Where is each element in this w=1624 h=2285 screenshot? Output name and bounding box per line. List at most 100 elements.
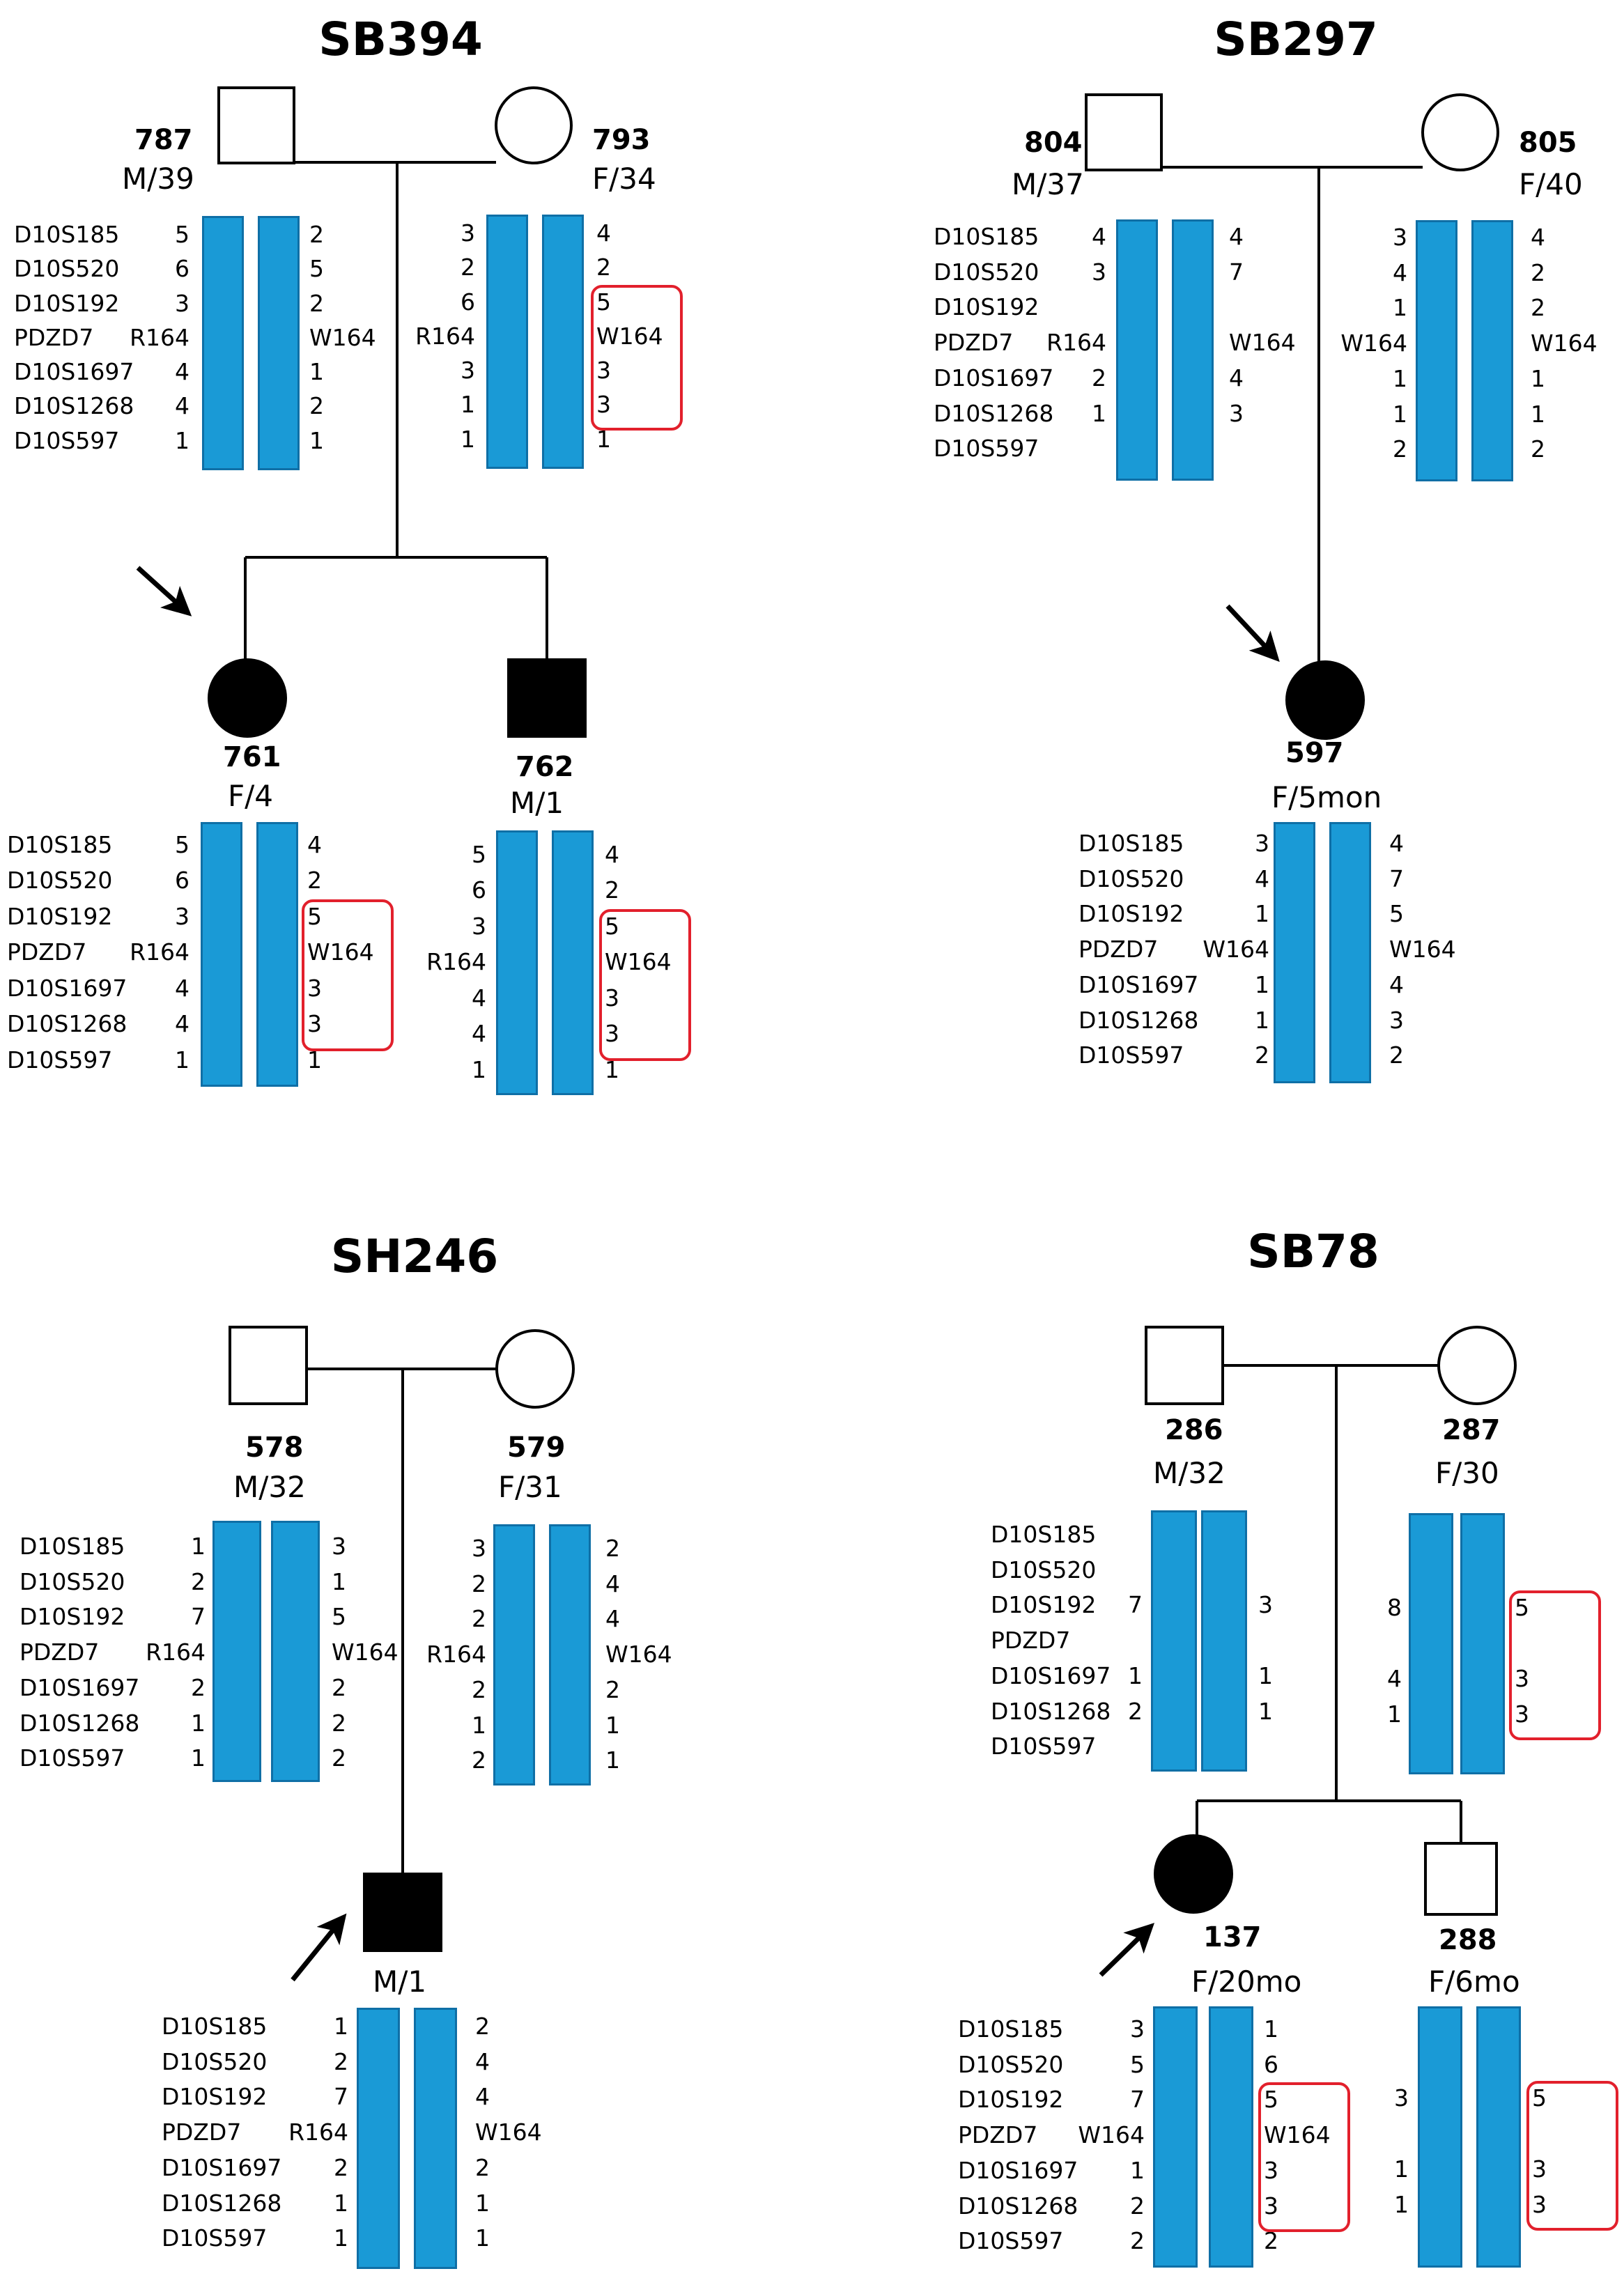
marker-name: D10S597	[162, 2224, 268, 2252]
marker-name: D10S1268	[162, 2189, 282, 2217]
marker-name: D10S1697	[162, 2153, 282, 2181]
allele-right: 3	[605, 1020, 619, 1048]
individual-id: 287	[1442, 1414, 1501, 1446]
allele-left: 5	[472, 841, 486, 868]
allele-right: W164	[1389, 936, 1456, 963]
allele-left: 1	[334, 2189, 348, 2217]
haplotype-bar	[271, 1521, 320, 1782]
haplotype-bar	[1416, 220, 1457, 481]
allele-left: 1	[461, 425, 475, 453]
marker-name: PDZD7	[934, 329, 1014, 357]
allele-left: 8	[1387, 1594, 1402, 1622]
allele-right: 3	[1532, 2190, 1547, 2218]
marker-name: D10S1268	[958, 2192, 1078, 2220]
sex-age-label: F/34	[592, 162, 656, 196]
marker-name: PDZD7	[7, 938, 87, 966]
allele-right: 1	[309, 426, 324, 454]
allele-left: 4	[175, 1010, 190, 1038]
allele-right: 1	[596, 425, 611, 453]
proband-arrow	[1225, 604, 1280, 663]
haplotype-bar	[542, 215, 584, 469]
marker-name: PDZD7	[958, 2121, 1038, 2149]
affected-male-symbol	[507, 658, 587, 738]
marker-name: D10S520	[14, 255, 120, 283]
allele-right: W164	[1531, 330, 1598, 357]
sex-age-label: F/6mo	[1428, 1965, 1520, 1999]
individual-id: 577	[378, 1923, 436, 1955]
sex-age-label: F/4	[228, 779, 274, 813]
male-symbol	[1424, 1842, 1498, 1916]
allele-left: 2	[1393, 435, 1407, 463]
marker-name: D10S1268	[14, 392, 134, 420]
allele-right: 2	[596, 254, 611, 281]
marker-name: PDZD7	[14, 323, 94, 351]
allele-left: 1	[1393, 294, 1407, 322]
allele-left: 5	[1130, 2050, 1145, 2078]
allele-right: 1	[475, 2224, 490, 2252]
allele-left: W164	[1202, 936, 1269, 963]
allele-left: 2	[472, 1746, 486, 1774]
marker-name: D10S1268	[1078, 1006, 1199, 1034]
allele-left: 7	[191, 1603, 206, 1631]
allele-left: 1	[191, 1533, 206, 1560]
allele-left: 2	[334, 2153, 348, 2181]
allele-left: W164	[1340, 330, 1407, 357]
allele-right: W164	[596, 322, 663, 350]
allele-left: 1	[334, 2013, 348, 2040]
allele-left: 1	[1128, 1662, 1143, 1689]
allele-left: 1	[1255, 1006, 1269, 1034]
marker-name: D10S1697	[958, 2156, 1078, 2184]
allele-right: 5	[332, 1603, 346, 1631]
sex-age-label: F/31	[498, 1470, 562, 1504]
individual-id: 761	[223, 741, 281, 773]
male-symbol	[217, 86, 295, 164]
haplotype-bar	[1172, 219, 1214, 481]
allele-right: 4	[1531, 224, 1545, 251]
allele-left: 3	[461, 357, 475, 385]
sex-age-label: F/20mo	[1191, 1965, 1302, 1999]
marker-name: D10S1697	[934, 364, 1054, 392]
haplotype-bar	[256, 822, 298, 1087]
marker-name: D10S185	[934, 223, 1039, 250]
marker-name: D10S185	[991, 1521, 1097, 1548]
marker-name: PDZD7	[1078, 936, 1159, 963]
allele-right: 6	[1264, 2050, 1278, 2078]
marker-name: D10S597	[14, 426, 120, 454]
allele-right: 5	[309, 255, 324, 283]
sex-age-label: M/1	[373, 1965, 427, 1999]
marker-name: D10S520	[1078, 865, 1184, 892]
affected-female-symbol	[1154, 1834, 1233, 1914]
allele-right: 3	[1264, 2192, 1278, 2220]
allele-right: 2	[1264, 2227, 1278, 2255]
proband-arrow	[291, 1913, 347, 1982]
allele-right: W164	[307, 938, 374, 966]
allele-left: 4	[1387, 1664, 1402, 1692]
allele-left: 2	[1128, 1697, 1143, 1725]
marker-name: PDZD7	[991, 1627, 1071, 1655]
haplotype-bar	[1476, 2006, 1521, 2268]
allele-right: 1	[307, 1046, 322, 1074]
allele-right: 1	[332, 1567, 346, 1595]
marker-name: D10S597	[958, 2227, 1064, 2255]
individual-id: 286	[1165, 1414, 1223, 1446]
marker-name: D10S1697	[7, 974, 127, 1002]
allele-left: 1	[1393, 364, 1407, 392]
haplotype-bar	[1460, 1513, 1505, 1774]
marker-name: D10S1697	[1078, 970, 1199, 998]
allele-right: 5	[596, 288, 611, 316]
female-symbol	[1437, 1326, 1517, 1405]
allele-right: 4	[596, 219, 611, 247]
marker-name: D10S597	[991, 1733, 1097, 1760]
haplotype-bar	[357, 2008, 400, 2269]
marker-name: D10S185	[1078, 830, 1184, 857]
allele-right: 2	[332, 1744, 346, 1772]
allele-right: 2	[332, 1673, 346, 1701]
allele-left: 2	[334, 2047, 348, 2075]
allele-right: 4	[1389, 970, 1404, 998]
allele-left: 1	[1394, 2190, 1409, 2218]
affected-male-symbol	[363, 1873, 442, 1952]
haplotype-bar	[496, 830, 538, 1095]
allele-left: 4	[1393, 258, 1407, 286]
